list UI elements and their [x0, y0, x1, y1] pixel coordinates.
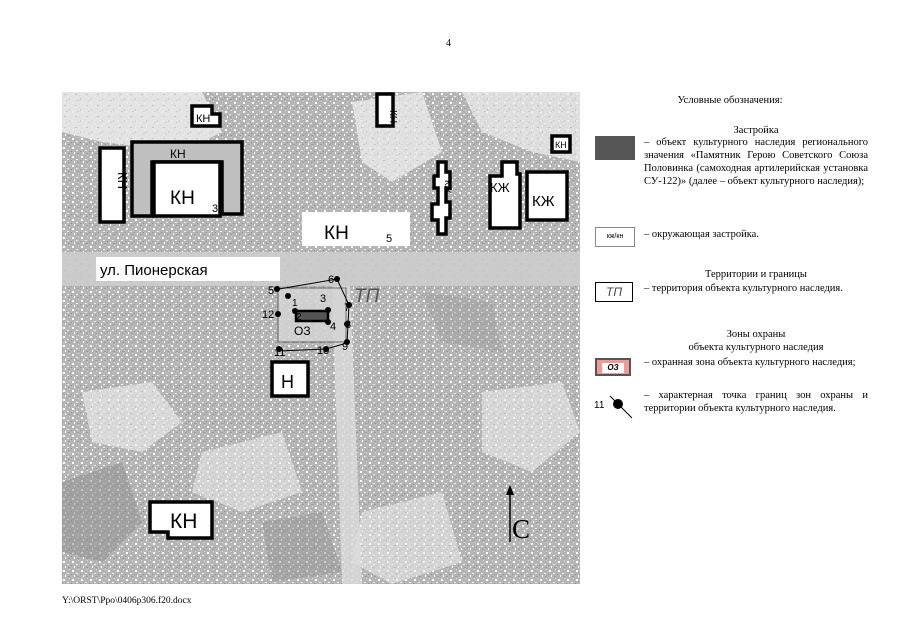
object-swatch — [595, 136, 635, 160]
point-number: 3 — [320, 293, 326, 305]
point-number: 12 — [262, 309, 274, 321]
point-number: 8 — [345, 319, 351, 331]
surround-description: – окружающая застройка. — [644, 229, 759, 240]
surround-swatch: кж/кн — [595, 227, 635, 247]
point-number: 1 — [292, 298, 298, 309]
building-label: КН — [115, 172, 130, 189]
map: КН КН КН КН КН 3 КН 5 КЖ КЖ КЖ КН Н КН у… — [62, 92, 580, 584]
point-number: 2 — [296, 312, 302, 323]
point-number: 6 — [328, 274, 334, 286]
zone-label: ОЗ — [294, 324, 311, 338]
page-number: 4 — [446, 38, 451, 49]
north-label: С — [512, 514, 530, 544]
point-number: 4 — [330, 321, 336, 333]
territory-swatch: ТП — [595, 282, 633, 302]
building-label: КН — [555, 140, 567, 150]
territory-description: – территория объекта культурного наследи… — [644, 283, 843, 294]
point-number: 5 — [268, 285, 274, 297]
zone-swatch: ОЗ — [595, 358, 631, 376]
building-label: КН — [387, 110, 398, 123]
point-marker-icon — [609, 395, 633, 419]
point-number: 7 — [344, 302, 350, 314]
legend-section-zones-1: Зоны охраны — [726, 329, 786, 340]
point-description: – характерная точка границ зон охраны и … — [644, 390, 868, 414]
zone-swatch-label: ОЗ — [602, 363, 624, 373]
building-label: КН — [170, 188, 195, 209]
building-label: КЖ — [532, 193, 555, 210]
legend-section-territory: Территории и границы — [705, 269, 807, 280]
building-label: КЖ — [443, 180, 453, 194]
point-number: 11 — [274, 347, 285, 359]
point-swatch: 11 — [592, 394, 636, 424]
building-label: 5 — [386, 233, 392, 245]
point-number: 10 — [317, 345, 329, 357]
legend-title: Условные обозначения: — [677, 95, 783, 106]
street-label: ул. Пионерская — [100, 262, 208, 279]
territory-label: ТП — [354, 286, 380, 307]
building-label: 3 — [212, 203, 218, 215]
point-number: 9 — [342, 341, 348, 353]
legend-section-zones-2: объекта культурного наследия — [688, 342, 824, 353]
building-label: КЖ — [490, 180, 510, 195]
point-swatch-label: 11 — [594, 400, 605, 411]
building-label: КН — [324, 223, 349, 244]
footer-path: Y:\ORST\Ppo\0406p306.f20.docx — [62, 596, 192, 606]
building-label: КН — [170, 510, 197, 533]
zone-description: – охранная зона объекта культурного насл… — [644, 357, 856, 368]
building-label: Н — [281, 372, 294, 392]
building-label: КН — [170, 147, 186, 161]
legend-section-building: Застройка — [733, 125, 779, 136]
object-description: – объект культурного наследия региональн… — [644, 137, 868, 187]
building-label: КН — [196, 113, 210, 125]
